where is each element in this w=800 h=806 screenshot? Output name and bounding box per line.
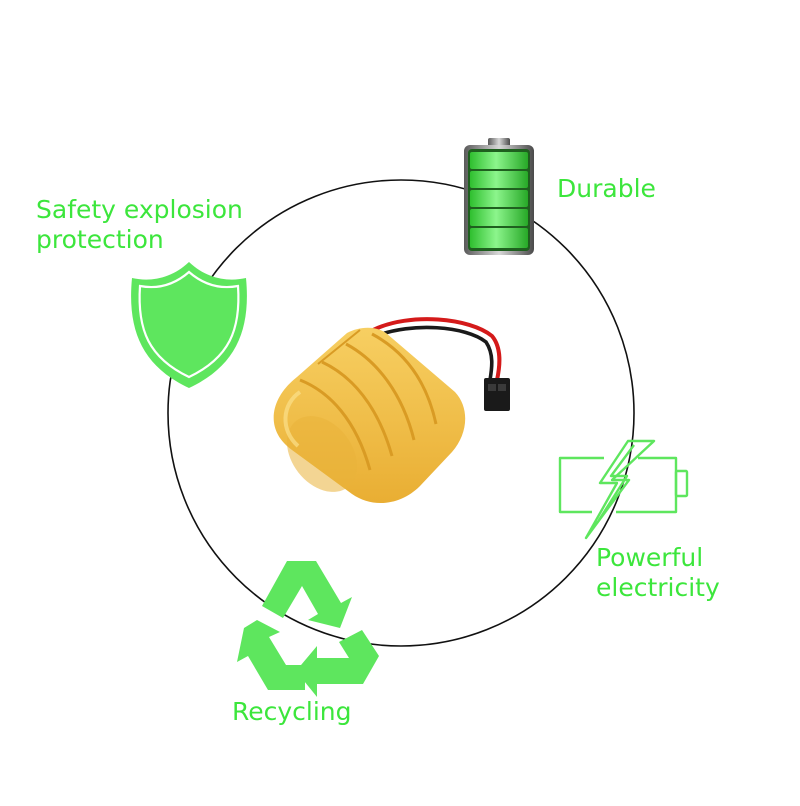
battery-pack-image [273,317,510,504]
connecting-circle [167,179,635,647]
safety-label-line2: protection [36,225,164,254]
recycle-icon [237,561,379,697]
powerful-label-line2: electricity [596,573,720,602]
durable-label: Durable [557,174,656,204]
recycling-label: Recycling [232,697,352,727]
safety-label: Safety explosion protection [36,195,243,255]
full-battery-icon [464,138,534,255]
powerful-label-line1: Powerful [596,543,704,572]
durable-label-text: Durable [557,174,656,203]
recycling-label-text: Recycling [232,697,352,726]
powerful-label: Powerful electricity [596,543,720,603]
safety-label-line1: Safety explosion [36,195,243,224]
charging-battery-icon [558,439,689,540]
shield-icon [131,262,247,388]
